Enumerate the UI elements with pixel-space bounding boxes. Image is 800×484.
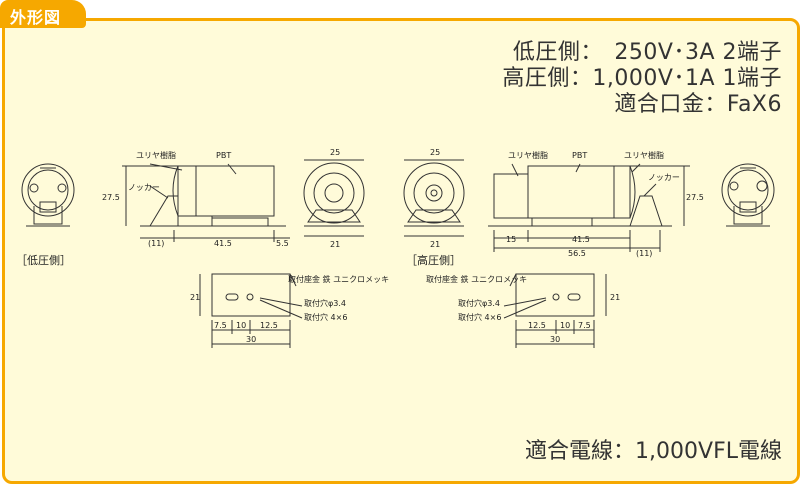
left-zagane-label: 取付座金 鉄 ユニクロメッキ bbox=[288, 274, 389, 284]
low-uriya-label: ユリヤ樹脂 bbox=[136, 150, 176, 160]
front-view-right bbox=[403, 159, 465, 237]
left-plate-dim-21: 21 bbox=[190, 293, 200, 302]
left-plate-dim-10: 10 bbox=[236, 321, 246, 330]
right-plate-dim-10: 10 bbox=[560, 321, 570, 330]
low-dim-5-5: 5.5 bbox=[276, 239, 289, 248]
high-uriya-label-right: ユリヤ樹脂 bbox=[624, 150, 664, 160]
high-dim-height: 27.5 bbox=[686, 193, 704, 202]
low-dim-height: 27.5 bbox=[102, 193, 120, 202]
spec-base: 適合口金：FaX6 bbox=[614, 92, 782, 117]
mounting-plate-left bbox=[199, 273, 303, 348]
high-uriya-label-left: ユリヤ樹脂 bbox=[508, 150, 548, 160]
spec-low-voltage: 低圧側： 250V･3A 2端子 bbox=[512, 40, 782, 65]
low-pbt-label: PBT bbox=[216, 151, 231, 160]
low-dim-41-5: 41.5 bbox=[214, 239, 232, 248]
high-dim-56-5: 56.5 bbox=[568, 249, 586, 258]
tab-label: 外形図 bbox=[10, 8, 62, 27]
content-panel bbox=[2, 18, 800, 484]
left-plate-dim-30: 30 bbox=[246, 335, 256, 344]
front-left-dim-21: 21 bbox=[330, 240, 340, 249]
high-dim-11: (11) bbox=[636, 249, 652, 258]
high-dim-15: 15 bbox=[506, 235, 516, 244]
right-plate-dim-12-5: 12.5 bbox=[528, 321, 546, 330]
low-side-side-view bbox=[122, 163, 290, 242]
high-side-caption: ［高圧側］ bbox=[406, 253, 461, 267]
left-hole-rect-label: 取付穴 4×6 bbox=[304, 312, 347, 322]
front-right-dim-21: 21 bbox=[430, 240, 440, 249]
right-plate-dim-7-5: 7.5 bbox=[578, 321, 591, 330]
front-right-dim-25: 25 bbox=[430, 148, 440, 157]
right-hole-rect-label: 取付穴 4×6 bbox=[458, 312, 501, 322]
high-nokka-label: ノッカー bbox=[648, 173, 680, 182]
left-hole-phi-label: 取付穴φ3.4 bbox=[304, 298, 346, 308]
right-hole-phi-label: 取付穴φ3.4 bbox=[458, 298, 500, 308]
left-plate-dim-7-5: 7.5 bbox=[214, 321, 227, 330]
low-dim-11: (11) bbox=[148, 239, 164, 248]
spec-wire: 適合電線：1,000VFL電線 bbox=[525, 439, 782, 464]
front-view-left bbox=[303, 159, 365, 237]
right-zagane-label: 取付座金 鉄 ユニクロメッキ bbox=[426, 274, 527, 284]
high-pbt-label: PBT bbox=[572, 151, 587, 160]
right-plate-dim-30: 30 bbox=[550, 335, 560, 344]
low-nokka-label: ノッカー bbox=[128, 183, 160, 192]
left-plate-dim-12-5: 12.5 bbox=[260, 321, 278, 330]
high-dim-41-5: 41.5 bbox=[572, 235, 590, 244]
right-plate-dim-21: 21 bbox=[610, 293, 620, 302]
low-side-caption: ［低圧側］ bbox=[16, 254, 71, 267]
high-side-end-view bbox=[721, 163, 775, 227]
mounting-plate-right bbox=[503, 273, 607, 348]
title-tab: 外形図 bbox=[0, 0, 86, 28]
front-left-dim-25: 25 bbox=[330, 148, 340, 157]
low-side-end-view bbox=[21, 163, 75, 227]
spec-high-voltage: 高圧側：1,000V･1A 1端子 bbox=[502, 66, 782, 91]
high-side-side-view bbox=[488, 163, 690, 252]
